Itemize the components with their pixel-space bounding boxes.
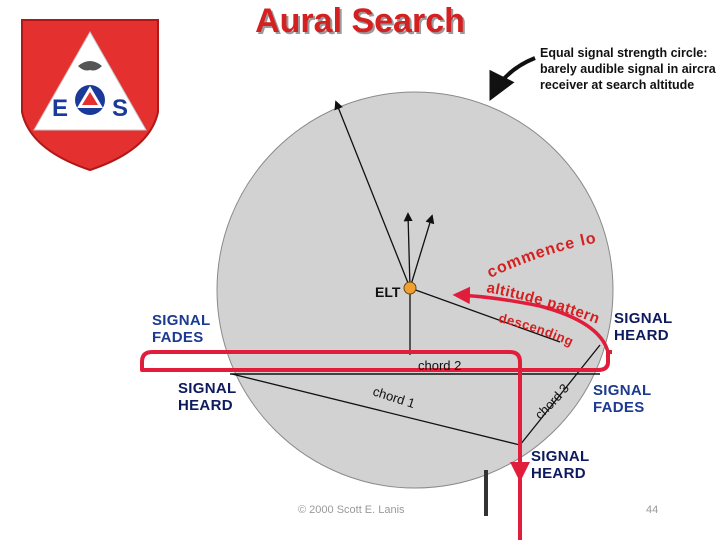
- elt-label: ELT: [375, 284, 401, 300]
- label-line: FADES: [593, 399, 645, 416]
- bearing-line-1: [334, 100, 411, 289]
- label-line: HEARD: [178, 397, 233, 414]
- note-line-3: receiver at search altitude: [540, 78, 695, 92]
- signal-heard-bottom: SIGNAL HEARD: [531, 448, 589, 482]
- label-line: SIGNAL: [614, 310, 673, 327]
- label-line: HEARD: [614, 327, 669, 344]
- signal-fades-right: SIGNAL FADES: [593, 382, 651, 416]
- signal-heard-left: SIGNAL HEARD: [178, 380, 236, 414]
- equal-signal-note: Equal signal strength circle: barely aud…: [540, 45, 720, 93]
- label-line: SIGNAL: [152, 312, 211, 329]
- label-line: SIGNAL: [178, 380, 237, 397]
- pointer-arrow: [489, 56, 536, 102]
- chord-line-1-bisector: [409, 287, 561, 343]
- label-line: FADES: [152, 329, 204, 346]
- note-line-1: Equal signal strength circle:: [540, 46, 708, 60]
- eagle-icon: [78, 61, 102, 71]
- label-line: HEARD: [531, 465, 586, 482]
- chord-line-3: [519, 344, 601, 446]
- bearing-line-3: [409, 214, 435, 289]
- logo-letter-e: E: [52, 95, 68, 122]
- elt-point: [403, 281, 417, 295]
- label-line: SIGNAL: [531, 448, 590, 465]
- bearing-line-2: [403, 212, 413, 289]
- flight-path: [140, 350, 612, 540]
- copyright-footer: © 2000 Scott E. Lanis: [298, 504, 405, 516]
- note-line-2: barely audible signal in aircra: [540, 62, 716, 76]
- signal-heard-right: SIGNAL HEARD: [614, 310, 672, 344]
- chord-line-1: [231, 373, 521, 446]
- signal-fades-left: SIGNAL FADES: [152, 312, 210, 346]
- page-title: Aural Search: [255, 2, 465, 40]
- page-number: 44: [646, 504, 659, 516]
- chord-2-label: chord 2: [418, 358, 461, 373]
- shield-logo: E S: [21, 19, 159, 172]
- flight-path-to-elt: [452, 286, 610, 353]
- label-line: SIGNAL: [593, 382, 652, 399]
- logo-letter-s: S: [112, 95, 128, 122]
